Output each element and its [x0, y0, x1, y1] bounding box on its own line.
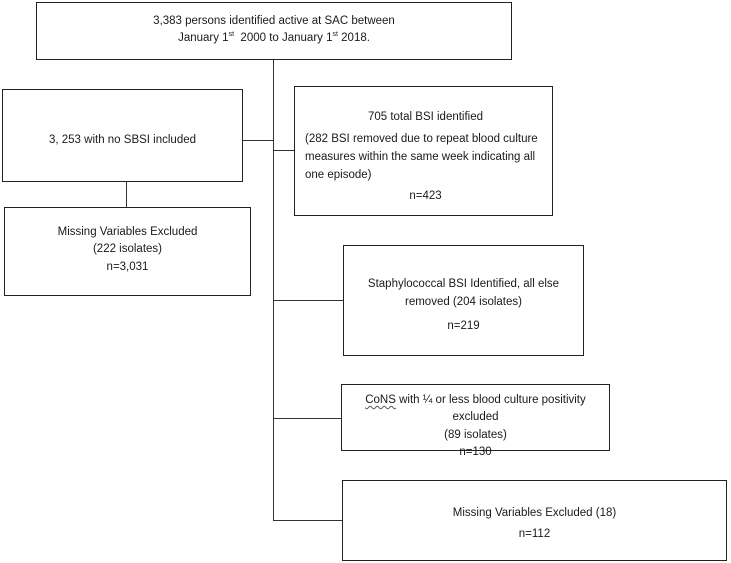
cons-count: n=130 [459, 445, 492, 458]
box-staphylococcal-bsi: Staphylococcal BSI Identified, all else … [343, 245, 584, 356]
connector-no-sbsi-to-missing [126, 182, 127, 207]
total-persons-line1: 3,383 persons identified active at SAC b… [153, 15, 395, 27]
connector-to-no-sbsi [242, 140, 273, 141]
connector-to-cons [273, 418, 341, 419]
total-persons-line2: January 1st 2000 to January 1st 2018. [178, 31, 370, 45]
missing-left-title: Missing Variables Excluded [57, 226, 198, 238]
connector-to-missing-right [273, 520, 342, 521]
missing-left-count: n=3,031 [106, 260, 149, 273]
staph-count: n=219 [447, 319, 480, 332]
missing-right-count: n=112 [518, 528, 551, 541]
total-bsi-detail: (282 BSI removed due to repeat blood cul… [305, 133, 538, 181]
total-bsi-count: n=423 [409, 189, 442, 202]
connector-main-vertical [273, 60, 274, 521]
box-no-sbsi: 3, 253 with no SBSI included [2, 89, 243, 182]
box-total-bsi: 705 total BSI identified (282 BSI remove… [294, 86, 553, 216]
missing-right-title: Missing Variables Excluded (18) [452, 507, 617, 519]
missing-left-detail: (222 isolates) [92, 243, 163, 256]
box-cons-excluded: CoNS with ¼ or less blood culture positi… [341, 384, 610, 458]
cons-detail: (89 isolates) [444, 428, 507, 441]
total-bsi-title: 705 total BSI identified [367, 111, 484, 123]
cons-abbr: CoNS [365, 394, 396, 406]
connector-to-staph [273, 300, 343, 301]
cons-title: CoNS with ¼ or less blood culture positi… [342, 392, 609, 427]
no-sbsi-text: 3, 253 with no SBSI included [48, 134, 197, 146]
connector-to-total-bsi [273, 150, 294, 151]
box-total-persons: 3,383 persons identified active at SAC b… [36, 2, 512, 60]
box-missing-variables-left: Missing Variables Excluded (222 isolates… [4, 207, 251, 296]
cons-rest: with ¼ or less blood culture positivity … [395, 394, 586, 424]
box-missing-variables-right: Missing Variables Excluded (18) n=112 [342, 480, 727, 561]
staph-title: Staphylococcal BSI Identified, all else … [367, 278, 560, 308]
